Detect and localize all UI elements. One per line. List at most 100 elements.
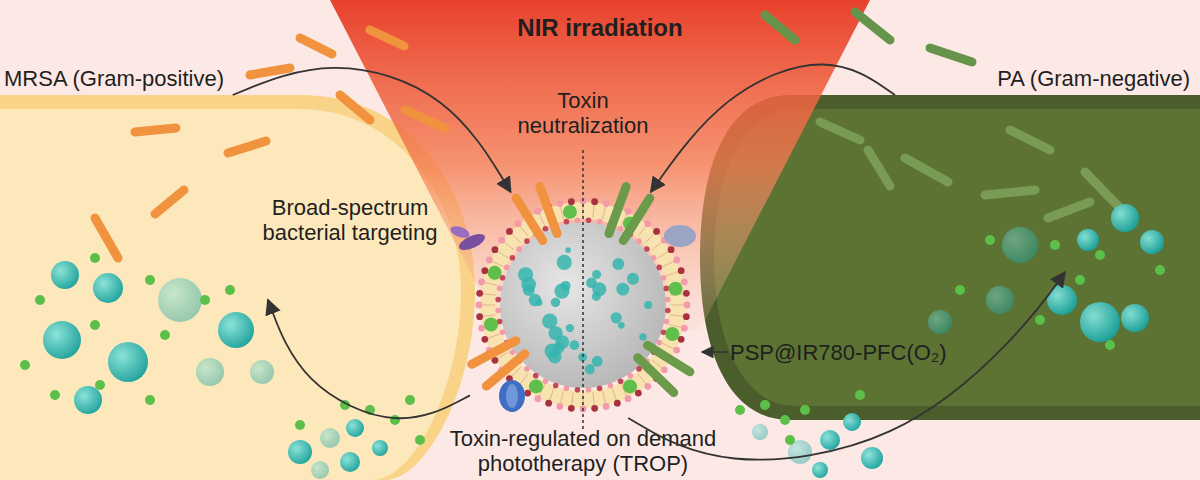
lipid-tail [520,374,528,384]
lipid-tail [603,207,606,220]
lipid-tail [612,388,616,400]
lipid-head [661,275,667,281]
drug-dot [551,298,560,307]
drug-dot [644,301,652,309]
oxygen-dot [1050,240,1060,250]
lipid-head [478,278,485,285]
lipid-head [644,383,651,390]
drug-dot [557,255,572,270]
oxygen-dot [365,405,375,415]
lipid-head [644,246,650,252]
lipid-head [510,255,516,261]
toxin-rod [1048,202,1090,218]
drug-dot [578,353,587,362]
drug-sphere [250,360,274,384]
toxin-rod [540,187,557,234]
oxygen-dot [484,318,498,332]
drug-dot [565,247,571,253]
lipid-head [684,302,691,309]
oxygen-dot [35,295,45,305]
toxin-rod [638,358,674,393]
oxygen-dot [669,282,683,296]
toxin-rod [405,110,445,128]
lipid-head [580,406,587,413]
lipid-tail [662,343,674,349]
lipid-head [683,290,690,297]
toxin-rod [985,190,1035,195]
drug-dot [585,364,595,374]
lipid-head [575,217,581,223]
lipid-head [651,255,657,261]
toxin-rod [250,68,290,75]
oxygen-dot [1155,265,1165,275]
divider-line [582,150,584,430]
toxin-rod [905,158,948,182]
lipid-head [533,373,539,379]
lipid-head [664,286,670,292]
oxygen-dot [780,415,790,425]
lipid-head [597,219,603,225]
lipid-head [608,383,614,389]
lipid-head [656,340,662,346]
lipid-head [665,308,671,314]
lipid-head [534,395,541,402]
toxin-rod [868,150,890,186]
drug-dot [566,324,574,332]
lipid-tail [666,272,678,276]
drug-dot [612,258,624,270]
toxin-rod [228,141,266,153]
drug-sphere [843,413,861,431]
toxin-rod [340,95,370,120]
flow-arrow [628,272,1065,459]
drug-dot [592,270,601,279]
lipid-head [586,387,592,393]
lipid-tail [483,294,496,295]
toxin-rod [930,48,972,62]
lipid-head [534,208,541,215]
drug-sphere [74,386,102,414]
drug-sphere [372,440,388,456]
drug-dot [529,294,542,307]
lipid-head [681,278,688,285]
lipid-head [476,313,483,320]
drug-sphere [340,452,360,472]
drug-sphere [43,321,81,359]
node-text: MRSA (Gram-positive) [4,66,224,91]
lipid-head [597,386,603,392]
lipid-head [545,400,552,407]
oxygen-dot [760,400,770,410]
drug-sphere [820,430,840,450]
toxin-rod [820,122,860,140]
lipid-tail [662,261,674,267]
lipid-head [681,325,688,332]
lipid-head [678,336,685,343]
lipid-tail [483,315,496,316]
drug-sphere [986,286,1014,314]
lipid-head [673,347,680,354]
drug-sphere [346,419,364,437]
lipid-head [564,386,570,392]
oxygen-dot [1035,315,1045,325]
oxygen-dot [20,360,30,370]
lipid-tail [583,204,584,217]
lipid-head [678,267,685,274]
drug-dot [554,284,569,299]
drug-group [43,204,1164,479]
oxygen-dot [665,327,679,341]
lipid-head [580,198,587,205]
lipid-head [625,395,632,402]
lipid-head [625,208,632,215]
lipid-head [492,246,499,253]
oxygen-dot [145,395,155,405]
lipid-tail [638,374,646,384]
receptor-protein [664,225,696,247]
node-text: PA (Gram-negative) [997,66,1190,91]
oxygen-dot [855,390,865,400]
flow-arrow [268,300,470,418]
receptor-protein [506,384,518,408]
lipid-head [673,256,680,263]
flow-arrow [651,64,895,192]
toxin-rod [472,341,516,364]
lipid-head [510,349,516,355]
